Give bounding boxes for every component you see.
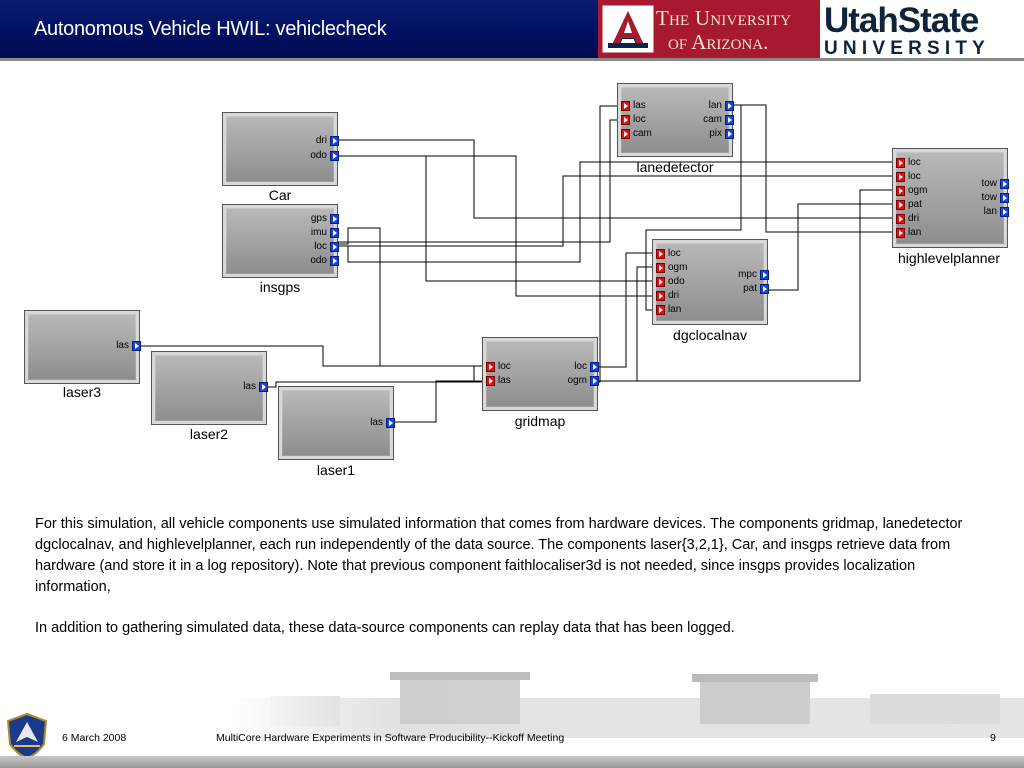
campus-photo-banner (230, 668, 1024, 738)
slide-header: Autonomous Vehicle HWIL: vehiclecheck Th… (0, 0, 1024, 61)
footer-page-number: 9 (990, 732, 996, 744)
wire-dgclocalnav-pat-planner-pat (766, 203, 896, 291)
body-paragraph-1: For this simulation, all vehicle compone… (35, 516, 963, 595)
header-divider (0, 58, 1024, 61)
laser3-port-las[interactable]: las (116, 340, 141, 352)
body-paragraph-2: In addition to gathering simulated data,… (35, 620, 735, 636)
wire-insgps-loc-gridmap-loc (336, 227, 486, 367)
lanedetector-port-out-cam[interactable]: cam (703, 114, 734, 126)
wire-gridmap-loc-dgclocalnav-loc (596, 252, 656, 368)
insgps-port-imu[interactable]: imu (311, 227, 340, 239)
footer-meeting: MultiCore Hardware Experiments in Softwa… (216, 732, 565, 744)
car-port-dri[interactable]: dri (316, 135, 340, 147)
planner-port-out-tow1[interactable]: tow (981, 178, 1009, 190)
planner-port-in-pat[interactable]: pat (896, 199, 922, 211)
planner-port-out-tow2[interactable]: tow (981, 192, 1009, 204)
footer-date: 6 March 2008 (62, 732, 127, 744)
dgclocalnav-port-out-mpc[interactable]: mpc (738, 269, 769, 281)
car-port-odo[interactable]: odo (310, 150, 339, 162)
wire-car-odo-dgclocalnav-dri (336, 155, 656, 297)
component-dgclocalnav[interactable]: loc ogm odo dri lan mpc pat (652, 239, 769, 325)
dgclocalnav-label: dgclocalnav (673, 327, 747, 343)
component-insgps[interactable]: gps imu loc odo (222, 204, 340, 278)
insgps-port-gps[interactable]: gps (311, 213, 340, 225)
lanedetector-port-out-lan[interactable]: lan (709, 100, 735, 112)
planner-port-in-ogm[interactable]: ogm (896, 185, 927, 197)
component-diagram: dri odo Car gps imu loc odo insgps las l… (24, 83, 1010, 478)
highlevelplanner-label: highlevelplanner (898, 250, 1000, 266)
component-laser2[interactable]: las (151, 351, 268, 425)
lanedetector-label: lanedetector (636, 159, 714, 175)
lanedetector-port-out-pix[interactable]: pix (709, 128, 734, 140)
air-force-shield-icon (6, 712, 48, 760)
component-lanedetector[interactable]: las loc cam lan cam pix (617, 83, 735, 157)
component-gridmap[interactable]: loc las loc ogm (482, 337, 600, 411)
arizona-a-logo-icon (602, 5, 654, 53)
laser1-label: laser1 (316, 462, 356, 478)
component-laser1[interactable]: las (278, 386, 395, 460)
dgclocalnav-port-in-lan[interactable]: lan (656, 304, 681, 316)
dgclocalnav-port-in-ogm[interactable]: ogm (656, 262, 687, 274)
wire-gridmap-ogm-planner-ogm (596, 189, 896, 382)
utah-state-logo (820, 0, 1024, 58)
laser1-port-las[interactable]: las (370, 417, 395, 429)
slide-body: For this simulation, all vehicle compone… (35, 514, 975, 659)
wire-laser2-las-lanedetector-las (264, 105, 622, 388)
component-car[interactable]: dri odo (222, 112, 340, 186)
wire-insgps-loc-planner-loc-top (336, 161, 896, 263)
laser3-label: laser3 (62, 384, 102, 400)
component-highlevelplanner[interactable]: loc loc ogm pat dri lan tow tow lan (892, 148, 1010, 248)
gridmap-port-in-las[interactable]: las (486, 375, 511, 387)
lanedetector-port-in-cam[interactable]: cam (621, 128, 652, 140)
lanedetector-port-in-las[interactable]: las (621, 100, 646, 112)
connection-wires (138, 104, 896, 423)
title-bar (0, 0, 598, 58)
usu-logo-line2: UNIVERSITY (824, 38, 991, 59)
planner-port-in-loc2[interactable]: loc (896, 171, 921, 183)
insgps-label: insgps (259, 279, 301, 295)
gridmap-port-out-loc[interactable]: loc (574, 361, 599, 373)
planner-port-in-loc1[interactable]: loc (896, 157, 921, 169)
dgclocalnav-port-in-loc[interactable]: loc (656, 248, 681, 260)
wire-insgps-loc-lanedetector-loc (336, 119, 622, 243)
dgclocalnav-port-in-dri[interactable]: dri (656, 290, 679, 302)
insgps-port-loc[interactable]: loc (314, 241, 339, 253)
car-label: Car (268, 187, 292, 203)
planner-port-in-dri[interactable]: dri (896, 213, 919, 225)
ua-logo-line2: of Arizona. (668, 30, 769, 54)
wire-insgps-loc-planner-loc (336, 175, 896, 247)
insgps-port-odo[interactable]: odo (310, 255, 339, 267)
component-laser3[interactable]: las (24, 310, 141, 384)
usu-logo-line1: UtahState (824, 1, 979, 40)
wire-laser1-las-gridmap-las (392, 380, 486, 423)
dgclocalnav-port-out-pat[interactable]: pat (743, 283, 769, 295)
wire-car-dri-planner-dri (336, 139, 896, 219)
gridmap-label: gridmap (514, 413, 566, 429)
slide-title: Autonomous Vehicle HWIL: vehiclecheck (34, 18, 387, 40)
gridmap-port-out-ogm[interactable]: ogm (568, 375, 600, 387)
footer-bar (0, 756, 1024, 768)
planner-port-in-lan[interactable]: lan (896, 227, 921, 239)
dgclocalnav-port-in-odo[interactable]: odo (656, 276, 685, 288)
laser2-label: laser2 (189, 426, 229, 442)
lanedetector-port-in-loc[interactable]: loc (621, 114, 646, 126)
gridmap-port-in-loc[interactable]: loc (486, 361, 511, 373)
ua-logo-line1: The University (656, 6, 792, 30)
planner-port-out-lan[interactable]: lan (984, 206, 1010, 218)
wire-lanedetector-lan-planner-lan (730, 104, 896, 233)
laser2-port-las[interactable]: las (243, 381, 268, 393)
